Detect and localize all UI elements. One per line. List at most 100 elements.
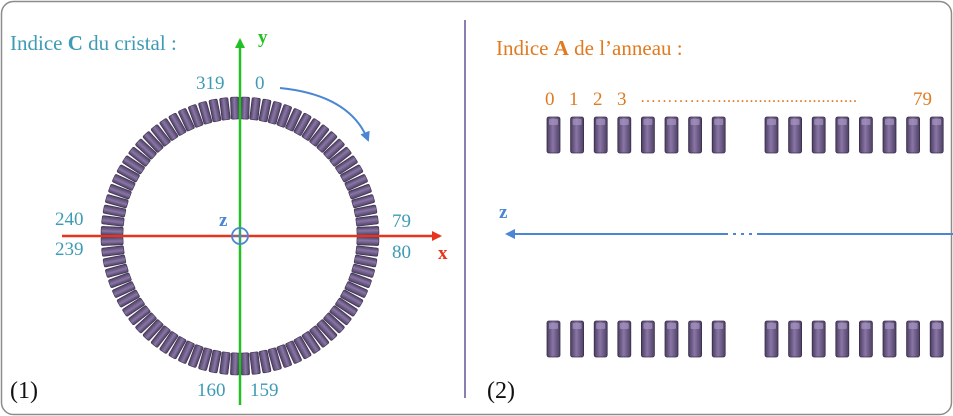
ring-crystal	[285, 340, 302, 364]
ring-crystal	[142, 131, 164, 153]
index-240: 240	[55, 209, 84, 230]
index-159: 159	[250, 380, 279, 401]
ring-crystal	[105, 263, 129, 278]
ring-crystal	[150, 325, 171, 348]
ring-crystal	[267, 347, 282, 371]
crystal-index-title: Indice C du cristal :	[10, 33, 177, 54]
ring-crystal-bottom-row	[641, 320, 655, 358]
ring-crystal	[116, 164, 140, 183]
ring-crystal-top-row	[906, 116, 920, 154]
ring-crystal-top-row	[811, 116, 826, 154]
ring-crystal-bottom-row	[929, 320, 944, 358]
ring-crystal	[340, 289, 364, 308]
ring-crystal	[105, 194, 129, 209]
ring-crystal	[356, 226, 380, 236]
ring-crystal	[351, 194, 375, 209]
index-80: 80	[392, 242, 411, 263]
ring-crystal	[267, 101, 282, 125]
ring-crystal	[150, 124, 171, 147]
ring-crystal	[323, 138, 345, 160]
ring-crystal	[323, 312, 345, 334]
x-axis-label: x	[438, 243, 448, 264]
ring-crystal	[128, 305, 151, 326]
ring-crystal	[108, 184, 132, 200]
ring-crystal	[198, 347, 213, 371]
ring-crystal	[108, 272, 132, 288]
ring-index-dots: ……………..............................	[640, 89, 858, 106]
ring-crystal	[335, 155, 358, 175]
ring-crystal-top-row	[688, 116, 702, 154]
ring-crystal	[356, 236, 380, 246]
ring-title-letter: A	[553, 36, 569, 60]
ring-crystal	[102, 254, 127, 268]
ring-crystal	[178, 108, 195, 132]
ring-crystal	[188, 344, 204, 368]
ring-crystal	[102, 204, 127, 218]
ring-crystal-top-row	[929, 116, 944, 154]
crystal-ring	[100, 96, 380, 376]
panel-number-1: (1)	[10, 378, 38, 404]
index-160: 160	[197, 380, 226, 401]
ring-crystal	[112, 174, 136, 191]
ring-crystal	[219, 351, 231, 375]
ring-crystal	[230, 352, 240, 376]
ring-crystal	[276, 104, 292, 128]
ring-crystal	[112, 281, 136, 298]
ring-index-0: 0	[545, 89, 555, 110]
ring-crystal	[240, 352, 250, 376]
ring-crystal	[101, 215, 125, 227]
ring-crystal	[340, 164, 364, 183]
ring-crystal-bottom-row	[664, 320, 679, 358]
ring-crystal	[353, 204, 378, 218]
ring-crystal-bottom-row	[906, 320, 920, 358]
ring-crystal	[100, 226, 124, 236]
ring-crystal-top-row	[859, 116, 873, 154]
ring-crystal-bottom-row	[546, 320, 561, 358]
ring-crystal	[240, 96, 250, 120]
crystal-title-suffix: du cristal :	[82, 31, 177, 55]
ring-crystal-bottom-row	[711, 320, 726, 358]
ring-crystal	[348, 272, 372, 288]
ring-crystal-top-row	[764, 116, 779, 154]
ring-crystal	[198, 101, 213, 125]
rotation-direction-arrow	[279, 87, 370, 142]
ring-crystal-top-row	[835, 116, 850, 154]
ring-crystal	[188, 104, 204, 128]
ring-crystal-top-row	[570, 116, 584, 154]
ring-index-3: 3	[617, 89, 627, 110]
ring-crystal	[351, 263, 375, 278]
ring-crystal	[355, 215, 379, 227]
ring-crystal	[355, 245, 379, 257]
ring-crystal-bottom-row	[835, 320, 850, 358]
crystal-title-prefix: Indice	[10, 31, 68, 55]
ring-crystal	[258, 98, 272, 123]
ring-crystal-bottom-row	[617, 320, 632, 358]
ring-crystal	[353, 254, 378, 268]
ring-title-prefix: Indice	[496, 36, 554, 60]
panel-number-2: (2)	[487, 378, 515, 404]
ring-crystal	[142, 319, 164, 341]
ring-crystal	[208, 349, 222, 374]
ring-crystal-top-row	[882, 116, 897, 154]
ring-crystal	[249, 97, 261, 121]
ring-crystal	[293, 112, 312, 136]
ring-crystal	[168, 112, 187, 136]
index-319: 319	[196, 73, 225, 94]
y-axis-label: y	[258, 27, 268, 48]
ring-crystal-top-row	[641, 116, 655, 154]
ring-crystal	[122, 155, 145, 175]
z-arrow-label: z	[499, 202, 508, 223]
ring-crystal-top-row	[593, 116, 608, 154]
ring-crystal	[122, 297, 145, 317]
ring-crystal	[309, 325, 330, 348]
ring-crystal	[344, 174, 368, 191]
ring-crystal	[276, 344, 292, 368]
ring-crystal-bottom-row	[882, 320, 897, 358]
ring-crystal	[316, 131, 338, 153]
index-239: 239	[55, 239, 84, 260]
ring-crystal	[135, 138, 157, 160]
ring-index-2: 2	[593, 89, 603, 110]
ring-crystal	[159, 331, 179, 354]
ring-crystal	[293, 336, 312, 360]
